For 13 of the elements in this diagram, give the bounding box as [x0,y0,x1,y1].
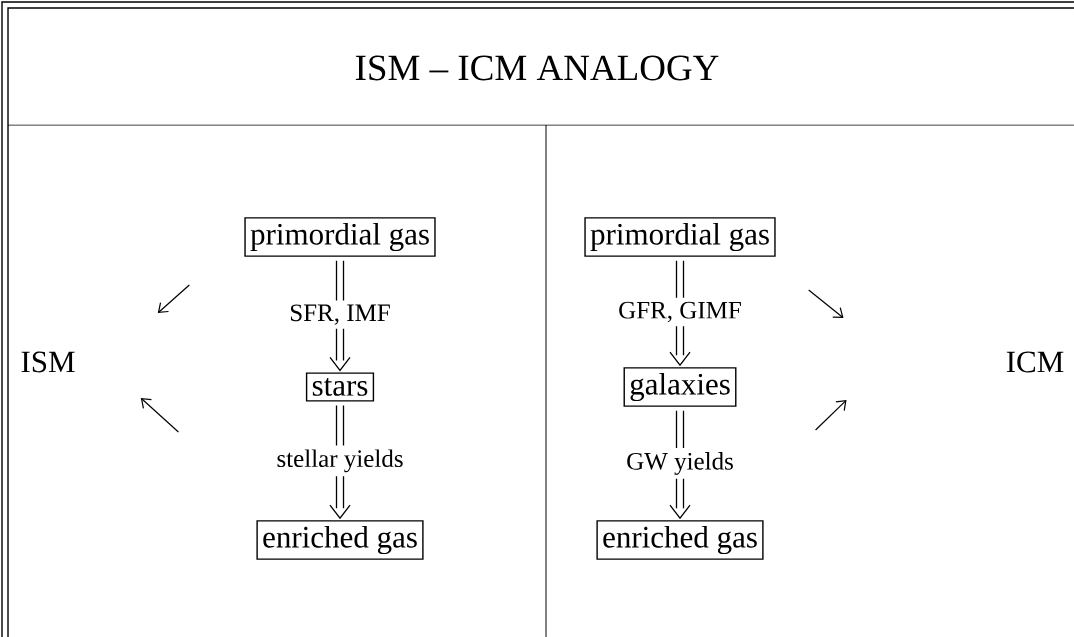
edge-label: GFR, GIMF [614,297,746,327]
label-text: ICM [1006,351,1064,373]
process-box: galaxies [623,367,737,407]
process-box: primordial gas [584,217,776,257]
edge-label: SFR, IMF [285,300,395,329]
title: ISM – ICM ANALOGY [355,55,719,81]
process-box: primordial gas [244,217,436,257]
label-text: ISM [21,351,75,373]
edge-label: GW yields [622,448,738,479]
edge-label: stellar yields [272,445,408,477]
process-box: stars [305,372,375,402]
process-box: enriched gas [596,520,764,560]
process-box: enriched gas [256,520,424,560]
